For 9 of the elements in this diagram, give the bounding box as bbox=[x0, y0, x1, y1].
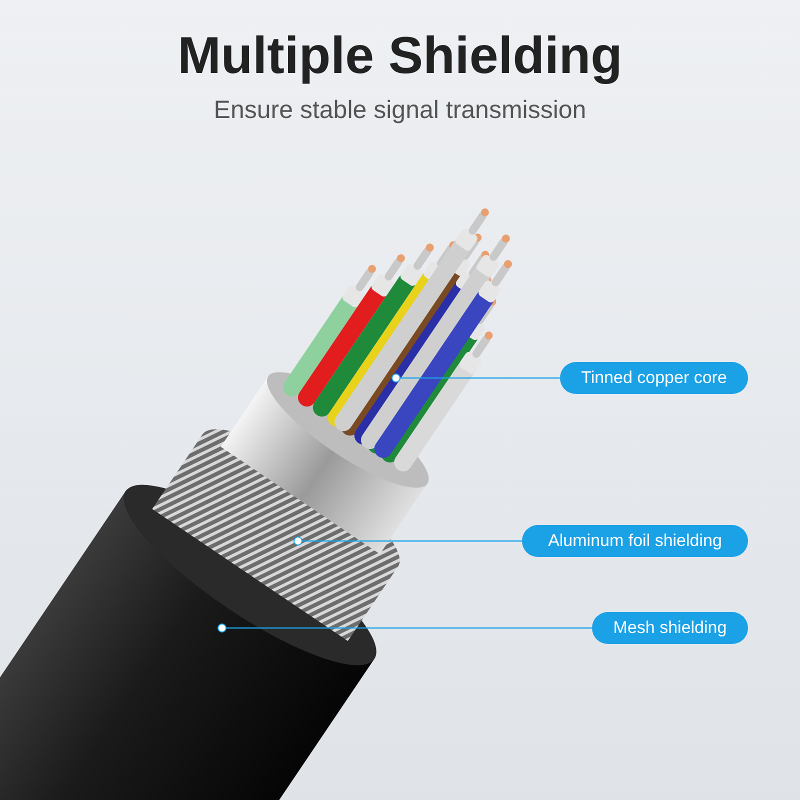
pointer-dot bbox=[294, 536, 302, 546]
callout-label: Aluminum foil shielding bbox=[522, 525, 748, 557]
callout-label: Mesh shielding bbox=[592, 612, 748, 644]
leader-line bbox=[226, 627, 592, 629]
title: Multiple Shielding bbox=[176, 26, 624, 87]
pointer-dot bbox=[218, 624, 226, 632]
pointer-dot bbox=[392, 374, 400, 382]
callout-label: Tinned copper core bbox=[560, 362, 748, 394]
subtitle: Ensure stable signal transmission bbox=[212, 95, 588, 126]
